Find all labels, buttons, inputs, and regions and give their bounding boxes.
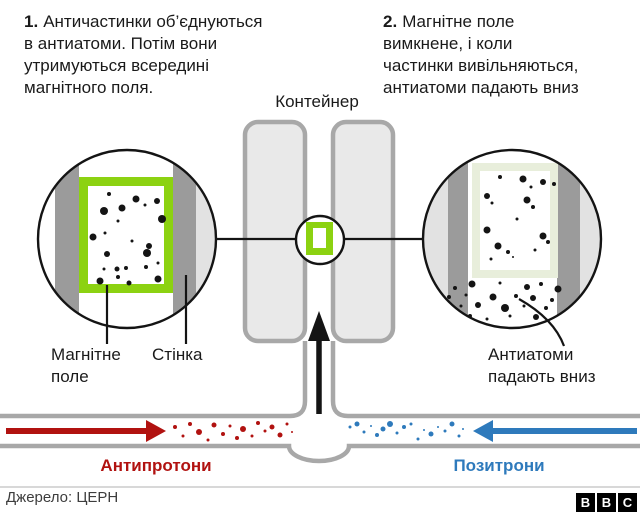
wall-label: Стінка [152,345,203,364]
antiatoms-fall-label: Антиатоми падають вниз [488,345,596,386]
left-magnifier [36,148,218,330]
antiprotons-label: Антипротони [100,456,212,475]
released-particles-upper [483,175,556,261]
step-2-text: Магнітне поле вимкнене, і коли частинки … [383,12,579,97]
step-2-number: 2. [383,12,398,31]
falling-particles-lower [447,280,562,328]
step-1-text-block: 1.Античастинки об’єднуються в антиатоми.… [24,11,354,99]
step-2-text-block: 2.Магнітне поле вимкнене, і коли частинк… [383,11,640,99]
trapped-particles-left [89,192,166,286]
up-arrow [308,311,330,414]
positrons-label: Позитрони [453,456,545,475]
trap-marker [294,214,346,266]
source-credit: Джерело: ЦЕРН [6,489,119,506]
antiatoms-callout-line [518,298,566,347]
bbc-logo-letter: B [597,493,616,512]
positron-particles [348,421,464,441]
right-magnifier [421,148,603,330]
antiproton-arrow [6,420,166,442]
container-label: Контейнер [275,92,359,111]
bbc-logo: B B C [576,493,637,512]
positron-arrow [473,420,637,442]
bbc-logo-letter: B [576,493,595,512]
step-1-number: 1. [24,12,39,31]
step-1-text: Античастинки об’єднуються в антиатоми. П… [24,12,263,97]
magnetic-field-label: Магнітне поле [51,345,121,386]
beam-pipe [0,341,640,464]
bbc-logo-letter: C [618,493,637,512]
container-shape [242,119,396,344]
antiproton-particles [173,421,293,442]
